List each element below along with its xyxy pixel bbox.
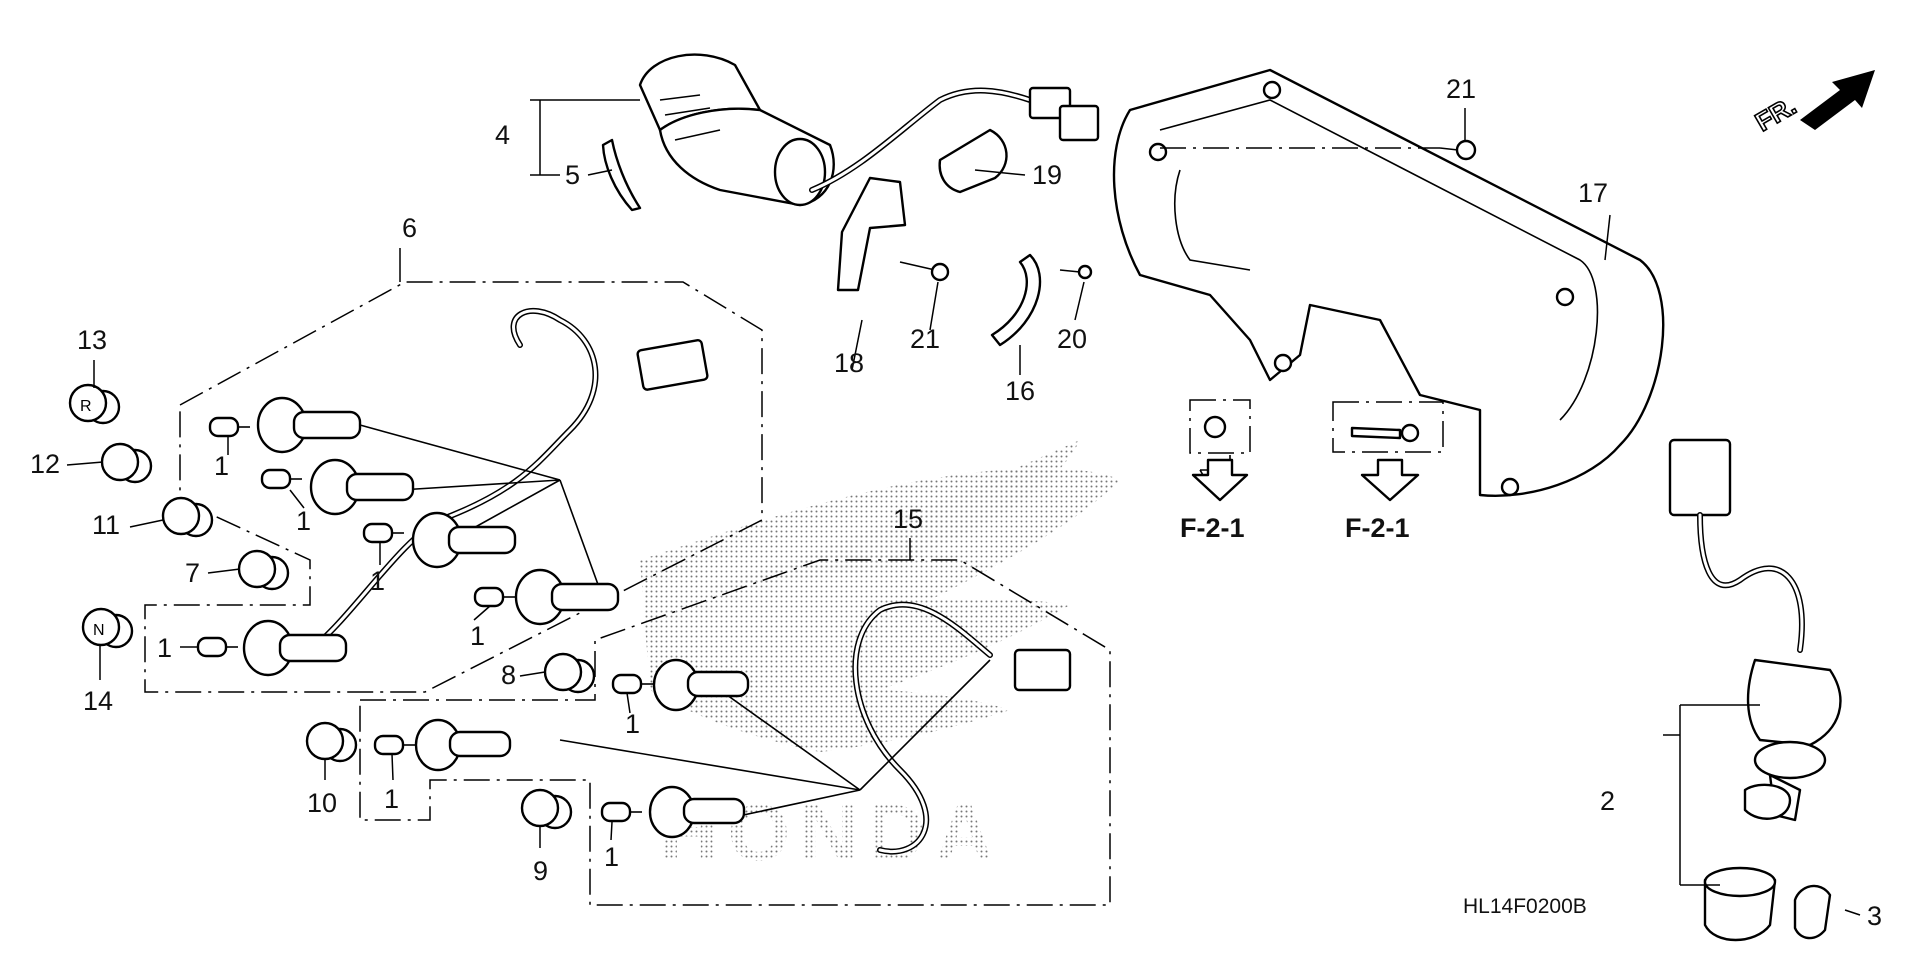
callout-1: 1 — [157, 633, 172, 663]
svg-text:N: N — [93, 622, 105, 639]
screw-21-right — [1160, 139, 1477, 161]
front-arrow-label: FR. — [1750, 90, 1801, 137]
bulb — [196, 636, 238, 658]
indicator-lenses: R N — [68, 383, 596, 830]
callout-21: 21 — [1446, 74, 1476, 104]
callout-7: 7 — [185, 558, 200, 588]
callout-4: 4 — [495, 120, 510, 150]
lens-11 — [161, 496, 214, 538]
part-starter-switch — [638, 53, 1100, 207]
callout-15: 15 — [893, 504, 923, 534]
callout-1: 1 — [625, 709, 640, 739]
callouts: 1 1 1 1 1 1 1 1 2 3 4 5 6 7 8 9 10 11 12… — [30, 74, 1882, 931]
callout-11: 11 — [92, 510, 120, 540]
callout-1: 1 — [384, 784, 399, 814]
reference-label-right[interactable]: F-2-1 — [1345, 513, 1410, 543]
callout-12: 12 — [30, 449, 60, 479]
part-indicator-harness-6 — [144, 281, 763, 693]
callout-1: 1 — [370, 566, 385, 596]
callout-16: 16 — [1005, 376, 1035, 406]
part-indicator-harness-15 — [359, 559, 1111, 906]
callout-3: 3 — [1867, 901, 1882, 931]
lens-14: N — [81, 607, 134, 649]
callout-13: 13 — [77, 325, 107, 355]
screw-21-left — [899, 261, 950, 282]
part-knob-band — [601, 138, 642, 212]
callout-18: 18 — [834, 348, 864, 378]
svg-text:R: R — [80, 398, 92, 415]
bulb — [362, 522, 404, 544]
callout-17: 17 — [1578, 178, 1608, 208]
leader-lines — [66, 99, 1861, 916]
part-clamp-19 — [938, 128, 1008, 194]
part-key — [1793, 884, 1832, 940]
lens-7 — [237, 549, 290, 591]
callout-2: 2 — [1600, 786, 1615, 816]
callout-20: 20 — [1057, 324, 1087, 354]
callout-1: 1 — [470, 621, 485, 651]
lens-10 — [305, 721, 358, 763]
bulb — [208, 416, 250, 438]
reference-nut — [1189, 399, 1251, 502]
drawing-code: HL14F0200B — [1463, 895, 1587, 918]
lens-9 — [520, 788, 573, 830]
part-strap-16 — [990, 253, 1042, 347]
bulb — [260, 468, 302, 490]
bulb — [373, 734, 415, 756]
callout-1: 1 — [214, 451, 229, 481]
callout-6: 6 — [402, 213, 417, 243]
screw-20 — [1059, 264, 1093, 280]
callout-9: 9 — [533, 856, 548, 886]
part-meter-cover — [1112, 68, 1665, 497]
lens-13: R — [68, 383, 121, 425]
callout-21: 21 — [910, 324, 940, 354]
callout-1: 1 — [604, 842, 619, 872]
callout-5: 5 — [565, 160, 580, 190]
callout-10: 10 — [307, 788, 337, 818]
bulb — [611, 673, 653, 695]
callout-14: 14 — [83, 686, 113, 716]
callout-8: 8 — [501, 660, 516, 690]
part-bracket-18 — [836, 176, 907, 292]
bulb — [473, 586, 515, 608]
callout-19: 19 — [1032, 160, 1062, 190]
reference-label-left[interactable]: F-2-1 — [1180, 513, 1245, 543]
part-ignition-switch — [1668, 438, 1842, 942]
callout-1: 1 — [296, 506, 311, 536]
bulb — [600, 801, 642, 823]
bulbs — [196, 416, 653, 823]
front-direction-arrow: FR. — [1749, 70, 1875, 138]
reference-bolt — [1332, 401, 1444, 502]
lens-12 — [100, 442, 153, 484]
lens-8 — [543, 652, 596, 694]
